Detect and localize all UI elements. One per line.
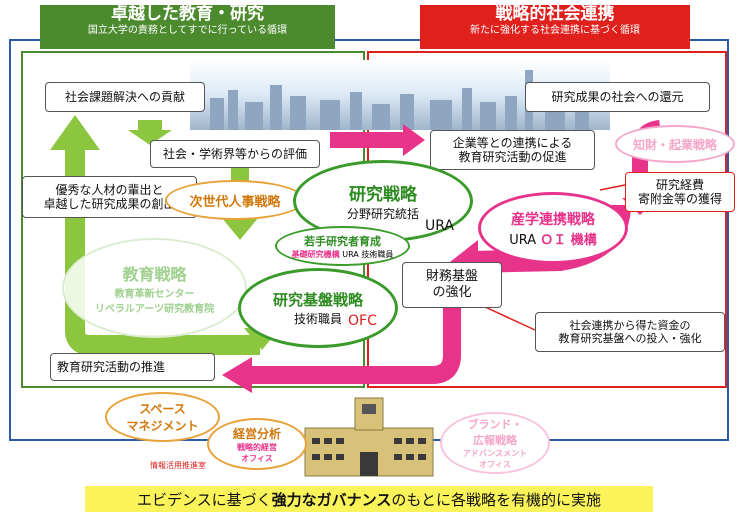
collab-line-2: 教育研究活動の促進 bbox=[458, 150, 567, 164]
down-arrow-1 bbox=[128, 120, 172, 145]
brand-strategy: ブランド・ 広報戦略 アドバンスメント オフィス bbox=[440, 412, 550, 474]
return-box: 研究成果の社会への還元 bbox=[525, 82, 710, 112]
banner-pre: エビデンスに基づく bbox=[136, 490, 272, 509]
banner-strong: 強力なガバナンス bbox=[271, 490, 392, 509]
space-line-2: マネジメント bbox=[126, 419, 199, 433]
mgmt-line-1: 戦略的経営 bbox=[237, 442, 277, 452]
collab-box: 企業等との連携による 教育研究活動の促進 bbox=[430, 130, 595, 170]
education-strategy: 教育戦略 教育革新センター リベラルアーツ研究教育院 bbox=[62, 238, 247, 338]
education-line-2: リベラルアーツ研究教育院 bbox=[94, 304, 215, 315]
left-up-arrowhead bbox=[50, 115, 100, 150]
talent-line-1: 優秀な人材の輩出と bbox=[55, 182, 164, 197]
info-office: 情報活用推進室 bbox=[150, 461, 206, 470]
invest-line-2: 教育研究基盤への投入・強化 bbox=[558, 332, 702, 345]
brand-sub-1: アドバンスメント bbox=[462, 449, 528, 458]
finance-line-2: の強化 bbox=[432, 285, 472, 300]
industry-strategy: 産学連携戦略 URA ＯＩ 機構 bbox=[478, 192, 628, 264]
funds-box: 研究経費 寄附金等の獲得 bbox=[625, 172, 735, 212]
connector-funds bbox=[599, 184, 626, 191]
brand-line-2: 広報戦略 bbox=[473, 434, 517, 447]
space-line-1: スペース bbox=[139, 402, 186, 416]
management-strategy: 経営分析 戦略的経営 オフィス bbox=[207, 418, 307, 470]
research-sub: 分野研究統括 bbox=[346, 207, 419, 221]
promotion-box: 教育研究活動の推進 bbox=[50, 353, 215, 381]
base-ofc: OFC bbox=[348, 313, 377, 329]
finance-line-1: 財務基盤 bbox=[425, 269, 478, 285]
evaluation-box: 社会・学術界等からの評価 bbox=[150, 140, 320, 168]
header-left: 卓越した教育・研究 国立大学の責務としてすでに行っている循環 bbox=[40, 4, 335, 49]
mgmt-line-2: オフィス bbox=[241, 453, 273, 463]
finance-box: 財務基盤 の強化 bbox=[402, 262, 502, 308]
young-ura: URA 技術職員 bbox=[342, 249, 394, 259]
mgmt-title: 経営分析 bbox=[232, 426, 281, 441]
research-title: 研究戦略 bbox=[349, 185, 417, 205]
invest-box: 社会連携から得た資金の 教育研究基盤への投入・強化 bbox=[535, 312, 725, 352]
industry-oi: ＯＩ 機構 bbox=[540, 232, 597, 248]
invest-line-1: 社会連携から得た資金の bbox=[569, 318, 691, 332]
education-line-1: 教育革新センター bbox=[114, 289, 195, 300]
talent-box: 優秀な人材の輩出と 卓越した研究成果の創出 bbox=[22, 176, 197, 218]
collab-line-1: 企業等との連携による bbox=[452, 135, 573, 150]
research-base-strategy: 研究基盤戦略 技術職員 bbox=[238, 268, 398, 348]
talent-line-2: 卓越した研究成果の創出 bbox=[43, 197, 176, 211]
education-title: 教育戦略 bbox=[122, 265, 187, 284]
base-sub: 技術職員 bbox=[293, 312, 342, 326]
banner-post: のもとに各戦略を有機的に実施 bbox=[391, 490, 602, 509]
next-gen-hr-strategy: 次世代人事戦略 bbox=[165, 180, 305, 220]
industry-title: 産学連携戦略 bbox=[511, 211, 595, 228]
governance-banner-bg bbox=[85, 486, 653, 512]
next-gen-title: 次世代人事戦略 bbox=[189, 194, 281, 210]
header-left-subtitle: 国立大学の責務としてすでに行っている循環 bbox=[87, 24, 288, 36]
ip-title: 知財・起業戦略 bbox=[632, 137, 717, 152]
research-ura: URA bbox=[425, 218, 454, 234]
ip-startup-strategy: 知財・起業戦略 bbox=[615, 125, 735, 163]
young-title: 若手研究者育成 bbox=[304, 234, 381, 248]
young-sub: 基礎研究機構 bbox=[291, 249, 340, 259]
brand-line-1: ブランド・ bbox=[467, 418, 523, 431]
young-researcher-strategy: 若手研究者育成 基礎研究機構 URA 技術職員 bbox=[275, 226, 410, 266]
contribution-box: 社会課題解決への貢献 bbox=[45, 82, 205, 112]
base-title: 研究基盤戦略 bbox=[272, 291, 363, 309]
header-right-subtitle: 新たに強化する社会連携に基づく循環 bbox=[470, 24, 640, 36]
header-right-title: 戦略的社会連携 bbox=[495, 4, 615, 24]
pink-down-arrow bbox=[250, 300, 461, 384]
space-management-strategy: スペース マネジメント bbox=[105, 392, 220, 442]
funds-line-1: 研究経費 bbox=[655, 177, 704, 192]
brand-sub-2: オフィス bbox=[479, 460, 511, 469]
governance-banner: エビデンスに基づく強力なガバナンスのもとに各戦略を有機的に実施 bbox=[85, 486, 653, 512]
funds-line-2: 寄附金等の獲得 bbox=[637, 192, 722, 206]
header-left-title: 卓越した教育・研究 bbox=[111, 4, 264, 24]
university-building-icon bbox=[304, 397, 434, 477]
industry-ura: URA bbox=[509, 232, 537, 248]
header-right: 戦略的社会連携 新たに強化する社会連携に基づく循環 bbox=[420, 4, 690, 49]
